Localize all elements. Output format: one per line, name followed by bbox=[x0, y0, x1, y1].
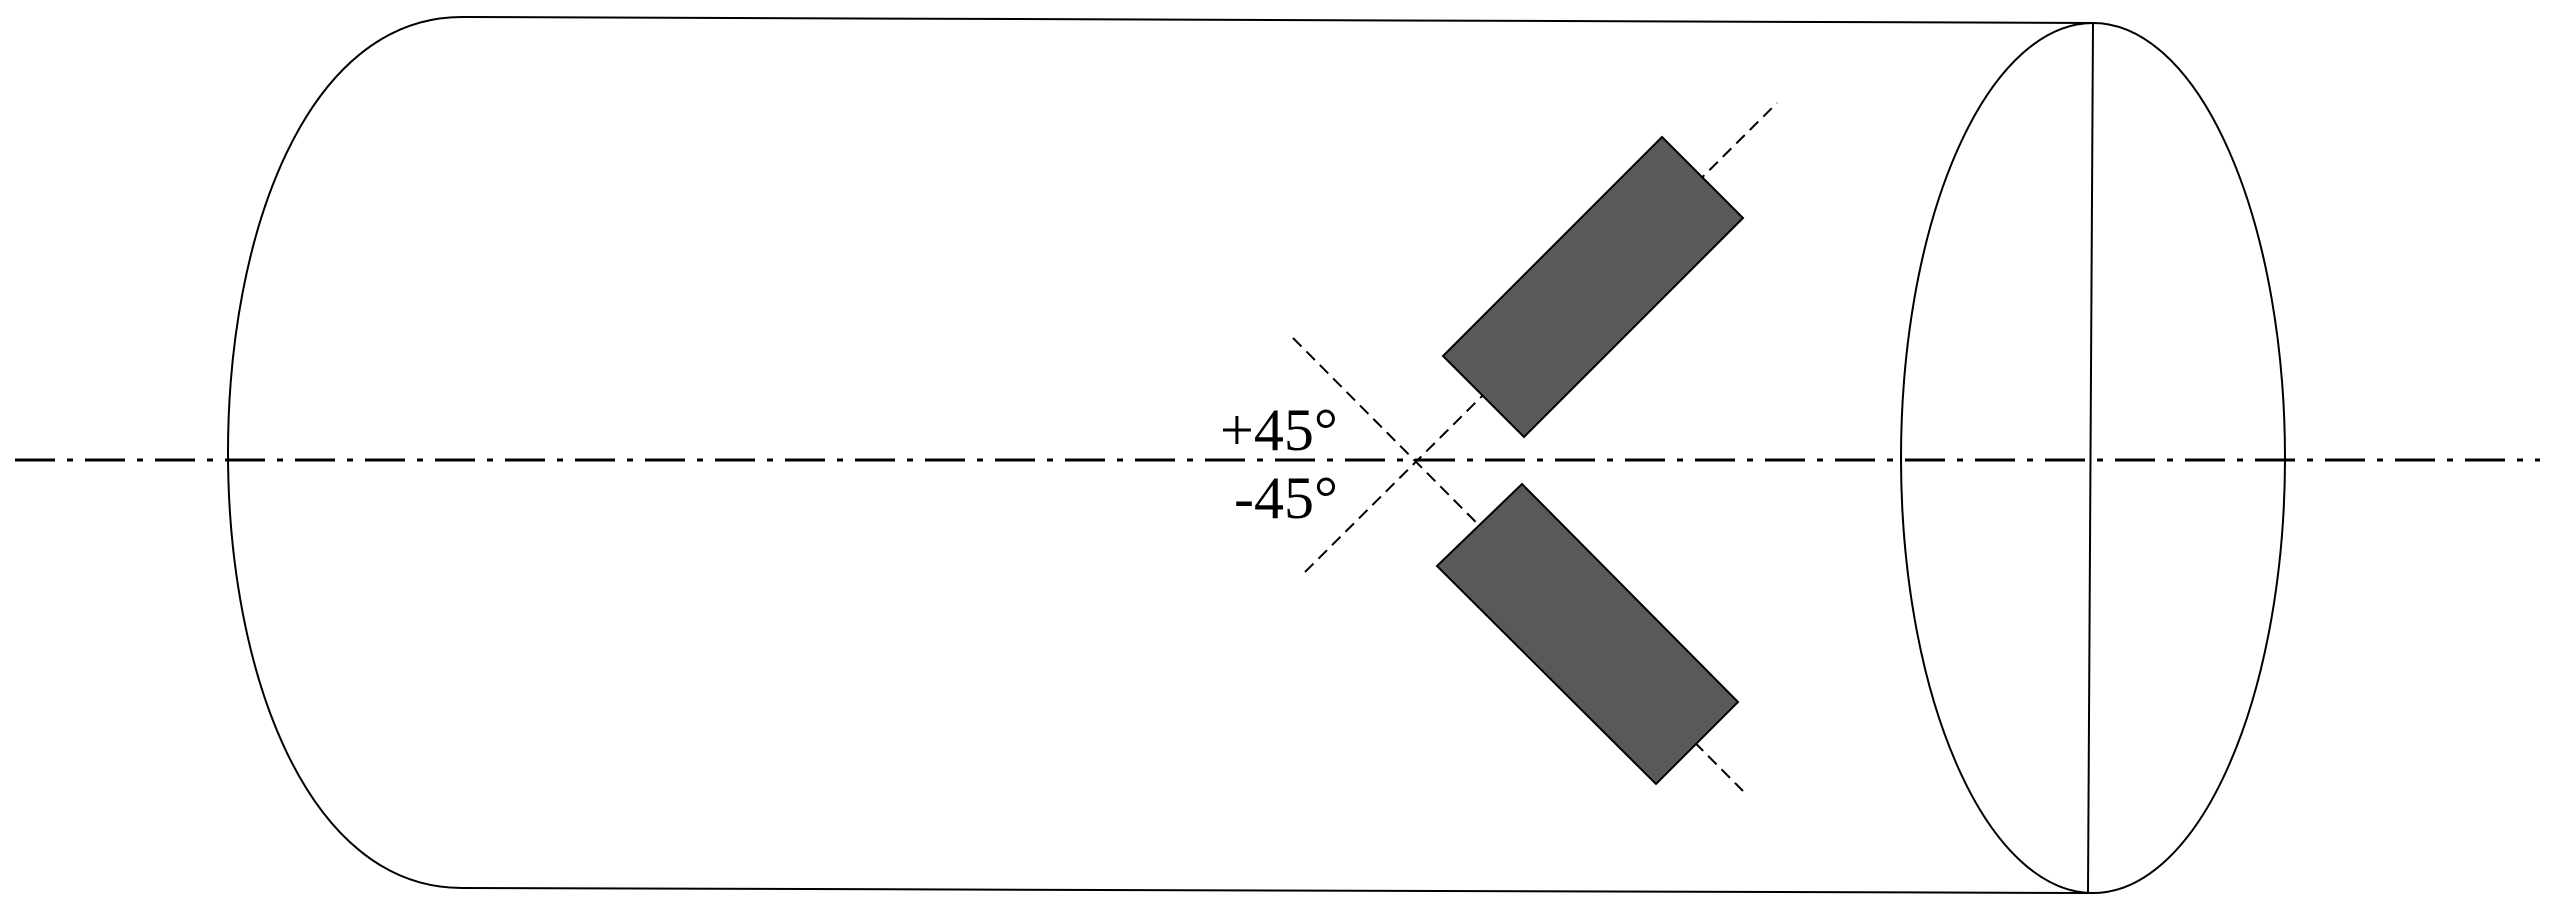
cylinder bbox=[227, 16, 2286, 894]
minus-45-angle-label: -45° bbox=[1234, 465, 1338, 531]
strain-gauge-minus-45 bbox=[1435, 482, 1740, 786]
cylinder-right-end-diameter bbox=[2087, 22, 2094, 894]
cylinder-bottom-edge bbox=[461, 887, 2094, 894]
plus-45-angle-label: +45° bbox=[1220, 397, 1338, 463]
cylinder-left-end-curve bbox=[227, 16, 463, 889]
cylinder-top-edge bbox=[461, 16, 2094, 24]
strain-gauge-plus-45 bbox=[1441, 135, 1745, 439]
